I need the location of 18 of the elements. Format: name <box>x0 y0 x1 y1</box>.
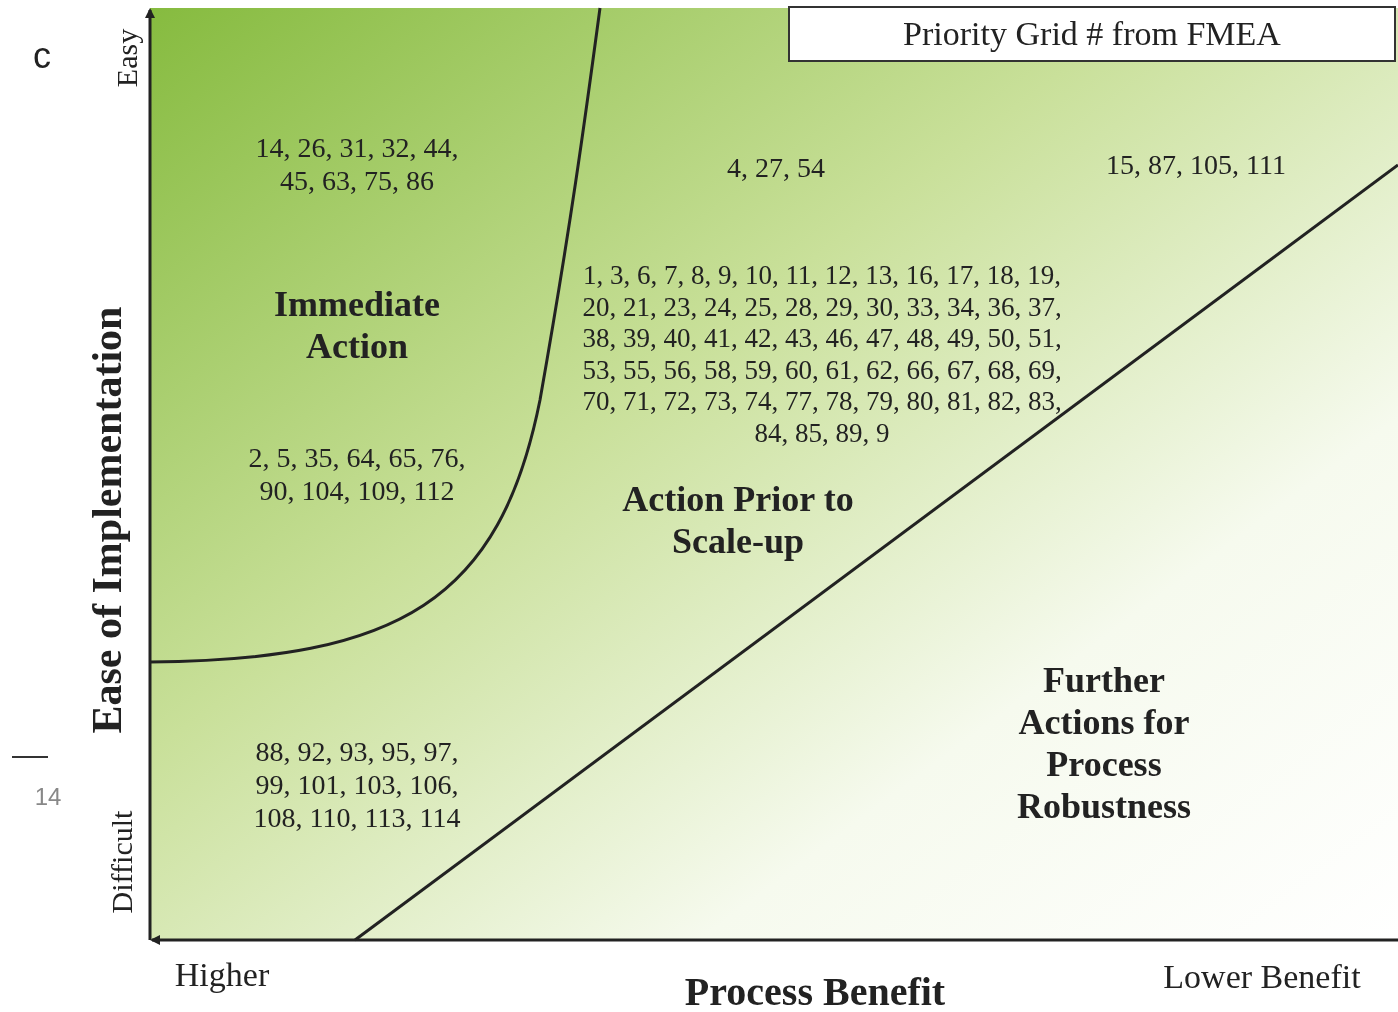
axis-end-label: Lower Benefit <box>1163 957 1361 997</box>
region-title: Further Actions for Process Robustness <box>1015 658 1193 828</box>
axis-end-label: Higher <box>174 955 270 995</box>
page-number: 14 <box>34 782 62 812</box>
axis-end-label: Easy <box>109 28 145 88</box>
axis-title: Ease of Implementation <box>83 306 132 734</box>
number-list: 88, 92, 93, 95, 97, 99, 101, 103, 106, 108, 110, 113, 114 <box>242 735 472 835</box>
number-list: 15, 87, 105, 111 <box>1106 148 1286 182</box>
axis-end-label: Difficult <box>104 810 140 914</box>
region-title: Action Prior to Scale-up <box>621 477 855 563</box>
number-list: 14, 26, 31, 32, 44, 45, 63, 75, 86 <box>242 132 472 198</box>
chart-title: Priority Grid # from FMEA <box>788 6 1396 62</box>
panel-letter: c <box>33 34 51 78</box>
region-title: Immediate Action <box>273 282 441 368</box>
number-list: 1, 3, 6, 7, 8, 9, 10, 11, 12, 13, 16, 17, 18, 19, 20, 21, 23, 24, 25, 28, 29, 30, 33, 34, 36, 37, 38, 39, 40, 41, 42, 43, 46, 47, 48, 49, 50, 51, 53, 55, 56, 58, 59, 60, 61, 62, 66, 67, 68, 69, 70, 71, 72, 73, 74, 77, 78, 79, 80, 81, 82, 83, 84, 85, 89, 9 <box>572 260 1072 450</box>
number-list: 4, 27, 54 <box>727 151 825 185</box>
axis-title: Process Benefit <box>684 968 946 1012</box>
number-list: 2, 5, 35, 64, 65, 76, 90, 104, 109, 112 <box>239 442 475 508</box>
